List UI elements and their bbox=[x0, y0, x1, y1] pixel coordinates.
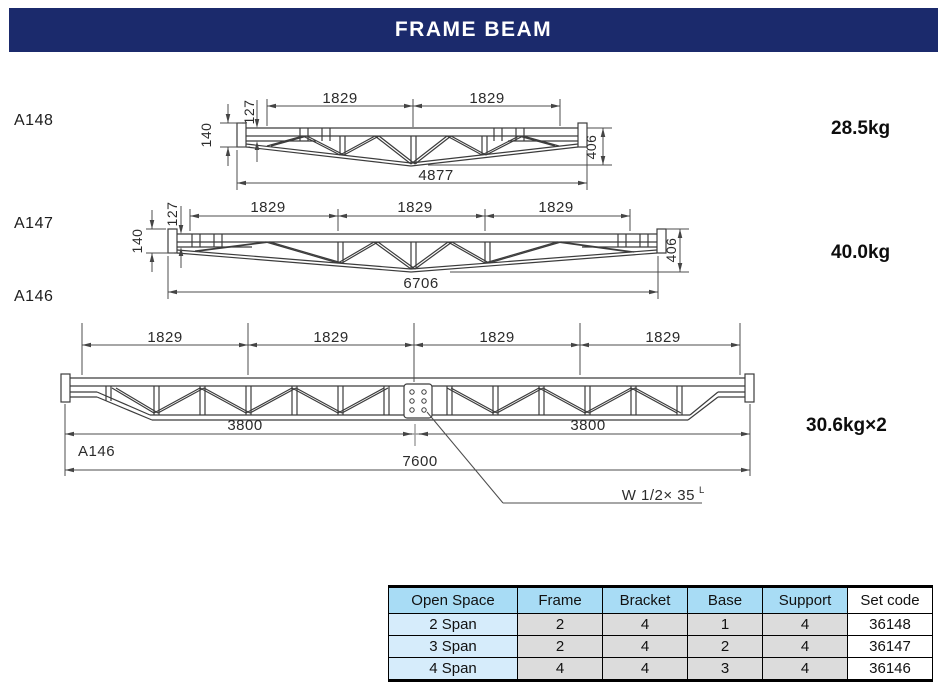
cell-open-space: 3 Span bbox=[388, 635, 518, 658]
dim-a146-total: 7600 bbox=[402, 453, 437, 470]
table-row: 2 Span 2 4 1 4 36148 bbox=[388, 613, 933, 636]
dim-a147-end-depth: 127 bbox=[164, 202, 180, 227]
dim-a147-mid-depth: 406 bbox=[663, 238, 679, 263]
dim-a147-span-3: 1829 bbox=[538, 199, 573, 216]
cell-base: 2 bbox=[687, 635, 763, 658]
page-title: FRAME BEAM bbox=[394, 18, 553, 41]
col-header-support: Support bbox=[762, 586, 848, 614]
cell-set-code: 36148 bbox=[847, 613, 933, 636]
dim-a148-span-1: 1829 bbox=[322, 90, 357, 107]
weight-a148: 28.5kg bbox=[831, 118, 891, 139]
cell-open-space: 4 Span bbox=[388, 657, 518, 681]
dim-a146-span-2: 1829 bbox=[313, 329, 348, 346]
parts-table: Open Space Frame Bracket Base Support Se… bbox=[388, 585, 933, 682]
col-header-set-code: Set code bbox=[847, 586, 933, 614]
dim-a146-span-3: 1829 bbox=[479, 329, 514, 346]
cell-bracket: 4 bbox=[602, 635, 688, 658]
dim-a146-span-1: 1829 bbox=[147, 329, 182, 346]
bolt-note-superscript: L bbox=[699, 485, 704, 496]
weight-a147: 40.0kg bbox=[831, 242, 891, 263]
dim-a148-span-2: 1829 bbox=[469, 90, 504, 107]
dim-a147-span-2: 1829 bbox=[397, 199, 432, 216]
cell-base: 3 bbox=[687, 657, 763, 681]
beam-label-a148: A148 bbox=[14, 112, 54, 129]
cell-bracket: 4 bbox=[602, 657, 688, 681]
dim-a147-plate-height: 140 bbox=[129, 229, 145, 254]
bolt-note: W 1/2× 35 bbox=[622, 487, 695, 504]
col-header-bracket: Bracket bbox=[602, 586, 688, 614]
cell-base: 1 bbox=[687, 613, 763, 636]
sub-label-a146: A146 bbox=[78, 443, 115, 460]
beam-label-a147: A147 bbox=[14, 215, 54, 232]
page-header: FRAME BEAM bbox=[9, 8, 938, 52]
dim-a148-mid-depth: 406 bbox=[583, 135, 599, 160]
table-header-row: Open Space Frame Bracket Base Support Se… bbox=[388, 586, 933, 614]
weight-a146: 30.6kg×2 bbox=[806, 415, 887, 436]
dim-a146-half-1: 3800 bbox=[227, 417, 262, 434]
dim-a146-span-4: 1829 bbox=[645, 329, 680, 346]
cell-support: 4 bbox=[762, 635, 848, 658]
beam-linework bbox=[60, 99, 755, 504]
cell-open-space: 2 Span bbox=[388, 613, 518, 636]
cell-frame: 2 bbox=[517, 635, 603, 658]
dim-a148-end-depth: 127 bbox=[241, 100, 257, 125]
cell-frame: 2 bbox=[517, 613, 603, 636]
cell-set-code: 36146 bbox=[847, 657, 933, 681]
dim-a147-span-1: 1829 bbox=[250, 199, 285, 216]
cell-bracket: 4 bbox=[602, 613, 688, 636]
dim-a146-half-2: 3800 bbox=[570, 417, 605, 434]
cell-frame: 4 bbox=[517, 657, 603, 681]
dim-a147-total: 6706 bbox=[403, 275, 438, 292]
table-row: 4 Span 4 4 3 4 36146 bbox=[388, 657, 933, 681]
cell-support: 4 bbox=[762, 657, 848, 681]
table-row: 3 Span 2 4 2 4 36147 bbox=[388, 635, 933, 658]
col-header-frame: Frame bbox=[517, 586, 603, 614]
beam-label-a146: A146 bbox=[14, 288, 54, 305]
dim-a148-total: 4877 bbox=[418, 167, 453, 184]
col-header-base: Base bbox=[687, 586, 763, 614]
dim-a148-plate-height: 140 bbox=[198, 123, 214, 148]
cell-support: 4 bbox=[762, 613, 848, 636]
cell-set-code: 36147 bbox=[847, 635, 933, 658]
col-header-open-space: Open Space bbox=[388, 586, 518, 614]
